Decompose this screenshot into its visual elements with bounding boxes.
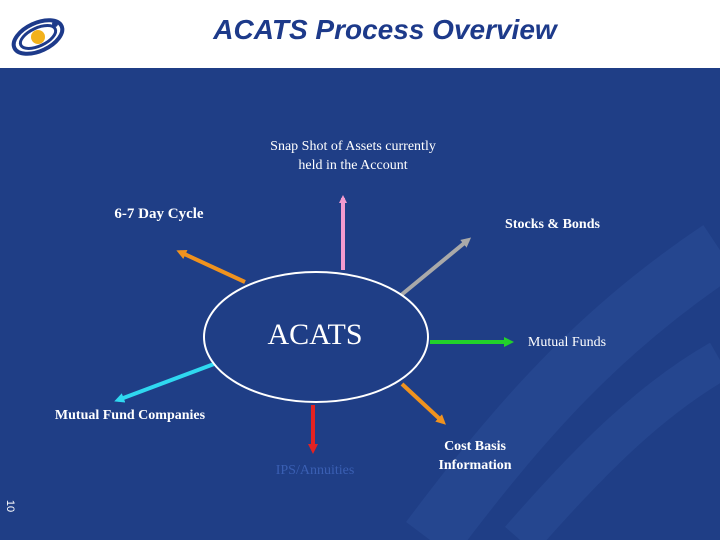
orbit-logo-icon: [11, 18, 65, 56]
arrow-to-cycle: [176, 249, 246, 284]
annuities-label: IPS/Annuities: [275, 463, 355, 478]
stocks-bonds-label: Stocks & Bonds: [505, 217, 600, 232]
arrow-to-cost-basis: [400, 382, 446, 425]
background-swoosh: [406, 225, 720, 540]
cost-basis-label: Cost Basis Information: [438, 439, 512, 473]
snapshot-label: Snap Shot of Assets currently held in th…: [270, 139, 436, 173]
arrow-to-stocks: [398, 237, 472, 298]
arrow-to-mutual-fund-companies: [114, 356, 231, 403]
acats-node: [203, 271, 429, 403]
page-title: ACATS Process Overview: [213, 14, 557, 45]
mutual-funds-label: Mutual Funds: [527, 335, 607, 350]
acats-label: ACATS: [267, 318, 363, 351]
cycle-label: 6-7 Day Cycle: [114, 206, 204, 222]
page-number: 10: [4, 499, 17, 513]
background-swoosh: [504, 342, 720, 540]
slide-header: ACATS Process Overview: [0, 0, 720, 68]
mutual-fund-companies-label: Mutual Fund Companies: [54, 408, 206, 423]
